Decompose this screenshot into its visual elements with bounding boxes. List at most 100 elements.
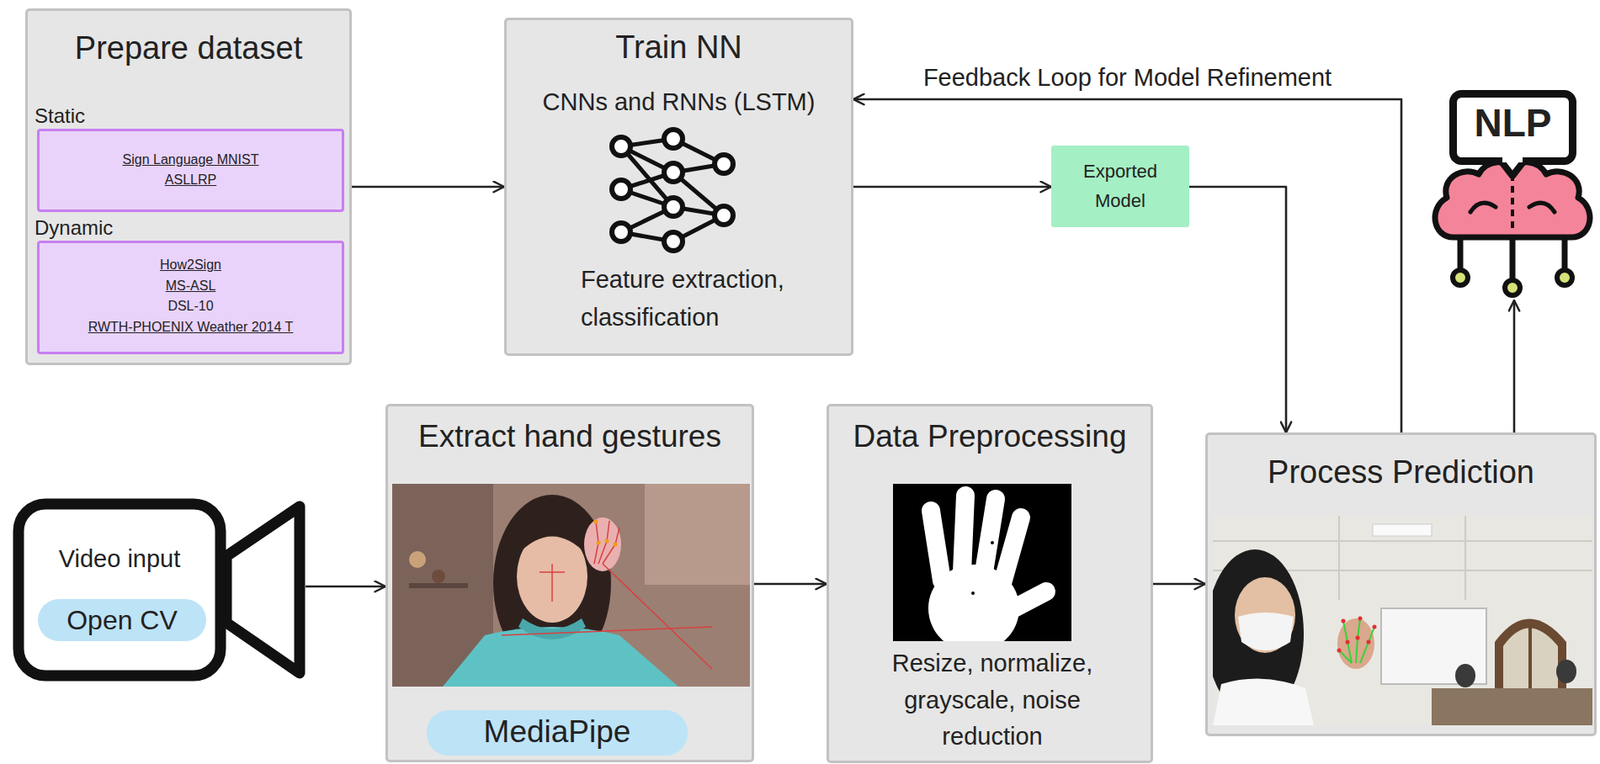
- model-box: Exported Model: [1051, 145, 1190, 228]
- drawing-part: [1452, 270, 1468, 286]
- drawing-part: [983, 499, 996, 573]
- drawing-part: [226, 506, 300, 674]
- node-text: Resize, normalize, grayscale, noise redu…: [866, 645, 1119, 756]
- drawing-part: [664, 163, 683, 182]
- node-text: ASLLRP: [39, 171, 342, 188]
- node-text: Feature extraction, classification: [580, 260, 834, 337]
- nlp-icon: NLP: [1428, 90, 1597, 301]
- drawing-part: [1366, 640, 1372, 645]
- process-box: Extract hand gesturesMediaPipe: [385, 403, 755, 763]
- node-text: Train NN: [506, 28, 851, 68]
- node-text: Process Prediction: [1207, 453, 1595, 493]
- connector-arrow: [1189, 186, 1287, 433]
- dataset-panel: Prepare datasetStaticSign Language MNIST…: [25, 8, 352, 366]
- process-box: Data PreprocessingResize, normalize, gra…: [826, 403, 1154, 764]
- process-box: Train NN CNNs and RNNs (LSTM) Feature extr…: [504, 17, 854, 357]
- drawing-part: [664, 197, 683, 217]
- text-slot: ASLLRP: [39, 171, 342, 188]
- drawing-part: [611, 223, 631, 242]
- drawing-part: [1358, 616, 1363, 622]
- node-text: Video input: [12, 544, 227, 575]
- drawing-part: [1556, 659, 1577, 684]
- connector-arrow: [1513, 300, 1516, 433]
- drawing-part: [611, 137, 631, 156]
- drawing-part: [644, 483, 750, 585]
- node-text: CNNs and RNNs (LSTM): [506, 87, 851, 117]
- text-slot: DSL-10: [39, 297, 342, 314]
- connector-arrow: [1153, 583, 1206, 586]
- drawing-part: [602, 527, 620, 564]
- text-slot: Data Preprocessing: [829, 418, 1151, 456]
- drawing-part: [551, 563, 553, 602]
- drawing-part: [971, 591, 975, 596]
- drawing-part: [1234, 577, 1296, 654]
- drawing-part: [664, 129, 683, 149]
- drawing-part: [714, 154, 734, 174]
- drawing-part: [1470, 202, 1496, 213]
- dataset-group: DynamicHow2SignMS-ASLDSL-10RWTH-PHOENIX …: [37, 240, 345, 355]
- text-slot: MediaPipe: [426, 713, 688, 751]
- text-slot: MS-ASL: [39, 277, 342, 294]
- drawing-part: [1337, 618, 1375, 670]
- node-text: Prepare dataset: [27, 29, 350, 69]
- node-text: Data Preprocessing: [829, 418, 1151, 456]
- drawing-part: [18, 504, 221, 676]
- drawing-part: [1504, 280, 1521, 296]
- drawing-part: [1212, 679, 1314, 726]
- drawing-part: [501, 520, 713, 670]
- drawing-part: [1339, 650, 1352, 664]
- network-icon: [590, 125, 760, 261]
- drawing-part: [1212, 515, 1593, 726]
- node-text: Exported Model: [1069, 156, 1171, 216]
- text-slot: How2Sign: [39, 256, 342, 273]
- drawing-part: [516, 521, 588, 556]
- text-slot: Static: [34, 104, 220, 129]
- drawing-part: [611, 129, 734, 251]
- drawing-part: [1355, 618, 1361, 664]
- text-slot: Video input: [12, 544, 227, 575]
- drawing-part: [596, 541, 601, 546]
- connector-arrow: [754, 583, 827, 586]
- drawing-part: [621, 138, 724, 242]
- node-text: Static: [34, 104, 220, 129]
- text-slot: Sign Language MNIST: [39, 151, 342, 168]
- drawing-part: [1455, 664, 1476, 688]
- node-text: Extract hand gestures: [388, 418, 752, 456]
- library-pill: MediaPipe: [426, 710, 688, 756]
- drawing-part: [1557, 270, 1573, 286]
- drawing-part: [962, 495, 966, 573]
- drawing-part: [602, 563, 713, 670]
- drawing-part: [928, 564, 1020, 642]
- camera-icon: Video inputOpen CV: [12, 498, 306, 682]
- webcam-photo: [392, 483, 750, 687]
- drawing-part: [594, 520, 599, 525]
- drawing-part: [594, 520, 618, 548]
- prediction-photo: [1212, 515, 1593, 726]
- text-slot: Prepare dataset: [27, 29, 350, 69]
- drawing-part: [950, 532, 995, 596]
- text-slot: RWTH-PHOENIX Weather 2014 T: [39, 318, 342, 335]
- node-text: MediaPipe: [426, 713, 688, 751]
- drawing-part: [1464, 515, 1467, 601]
- drawing-part: [1339, 618, 1375, 664]
- library-pill: Open CV: [37, 599, 207, 642]
- drawing-part: [1338, 515, 1340, 601]
- drawing-part: [1337, 616, 1377, 654]
- node-text: DSL-10: [39, 297, 342, 314]
- edge-label: Feedback Loop for Model Refinement: [923, 63, 1332, 93]
- drawing-part: [1345, 640, 1351, 645]
- drawing-part: [613, 542, 618, 548]
- drawing-part: [392, 483, 750, 687]
- drawing-part: [1355, 636, 1361, 641]
- drawing-part: [1212, 540, 1593, 543]
- node-text: RWTH-PHOENIX Weather 2014 T: [39, 318, 342, 335]
- drawing-part: [950, 532, 954, 537]
- hand-mask-image: [893, 483, 1072, 642]
- drawing-part: [1341, 619, 1346, 624]
- drawing-part: [1502, 155, 1523, 163]
- text-slot: Extract hand gestures: [388, 418, 752, 456]
- drawing-part: [1510, 174, 1515, 232]
- drawing-part: [1372, 524, 1432, 537]
- text-slot: Train NN: [506, 28, 851, 68]
- text-slot: Feature extraction, classification: [580, 260, 834, 337]
